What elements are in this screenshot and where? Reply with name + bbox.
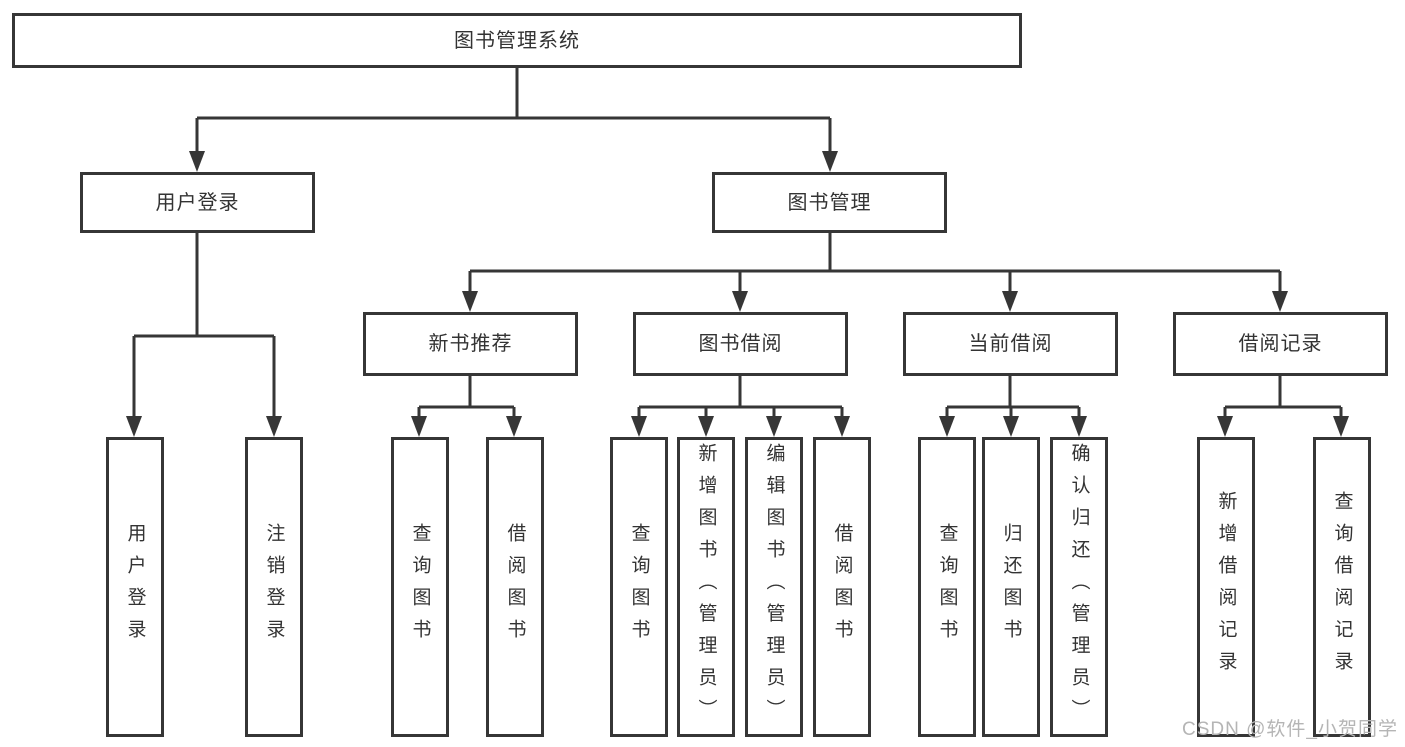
branch-book-management-box: 图书管理 — [712, 172, 947, 233]
leaf-recommend-borrow-books-box: 借阅图书 — [486, 437, 544, 737]
leaf-current-query-books-label: 查询图书 — [936, 523, 958, 651]
node-borrowing-records-label: 借阅记录 — [1238, 333, 1323, 355]
leaf-recommend-query-books-box: 查询图书 — [391, 437, 449, 737]
root-box: 图书管理系统 — [12, 13, 1022, 68]
node-new-book-recommendation-box: 新书推荐 — [363, 312, 578, 376]
leaf-current-query-books-box: 查询图书 — [918, 437, 976, 737]
branch-book-management-label: 图书管理 — [787, 191, 872, 214]
node-borrowing-records-box: 借阅记录 — [1173, 312, 1388, 376]
leaf-borrowing-borrow-books-label: 借阅图书 — [831, 523, 853, 651]
branch-user-login-box: 用户登录 — [80, 172, 315, 233]
leaf-return-books-label: 归还图书 — [1000, 523, 1022, 651]
leaf-user-login-label: 用户登录 — [124, 523, 146, 651]
node-book-borrowing-label: 图书借阅 — [698, 333, 783, 355]
node-current-borrowing-label: 当前借阅 — [968, 333, 1053, 355]
leaf-confirm-return-admin-label: 确认归还（管理员） — [1068, 443, 1090, 731]
leaf-borrowing-query-books-label: 查询图书 — [628, 523, 650, 651]
leaf-add-books-admin-box: 新增图书（管理员） — [677, 437, 735, 737]
leaf-logout-box: 注销登录 — [245, 437, 303, 737]
leaf-return-books-box: 归还图书 — [982, 437, 1040, 737]
leaf-edit-books-admin-box: 编辑图书（管理员） — [745, 437, 803, 737]
leaf-user-login-box: 用户登录 — [106, 437, 164, 737]
leaf-borrowing-borrow-books-box: 借阅图书 — [813, 437, 871, 737]
node-current-borrowing-box: 当前借阅 — [903, 312, 1118, 376]
leaf-logout-label: 注销登录 — [263, 523, 285, 651]
leaf-add-books-admin-label: 新增图书（管理员） — [695, 443, 717, 731]
leaf-edit-books-admin-label: 编辑图书（管理员） — [763, 443, 785, 731]
leaf-query-borrow-record-box: 查询借阅记录 — [1313, 437, 1371, 737]
arrowhead-icon — [126, 151, 1349, 437]
node-new-book-recommendation-label: 新书推荐 — [428, 333, 513, 355]
branch-user-login-label: 用户登录 — [155, 191, 240, 214]
leaf-query-borrow-record-label: 查询借阅记录 — [1331, 491, 1353, 683]
leaf-borrowing-query-books-box: 查询图书 — [610, 437, 668, 737]
root-label: 图书管理系统 — [454, 29, 580, 52]
leaf-recommend-borrow-books-label: 借阅图书 — [504, 523, 526, 651]
leaf-confirm-return-admin-box: 确认归还（管理员） — [1050, 437, 1108, 737]
node-book-borrowing-box: 图书借阅 — [633, 312, 848, 376]
leaf-add-borrow-record-label: 新增借阅记录 — [1215, 491, 1237, 683]
leaf-add-borrow-record-box: 新增借阅记录 — [1197, 437, 1255, 737]
leaf-recommend-query-books-label: 查询图书 — [409, 523, 431, 651]
